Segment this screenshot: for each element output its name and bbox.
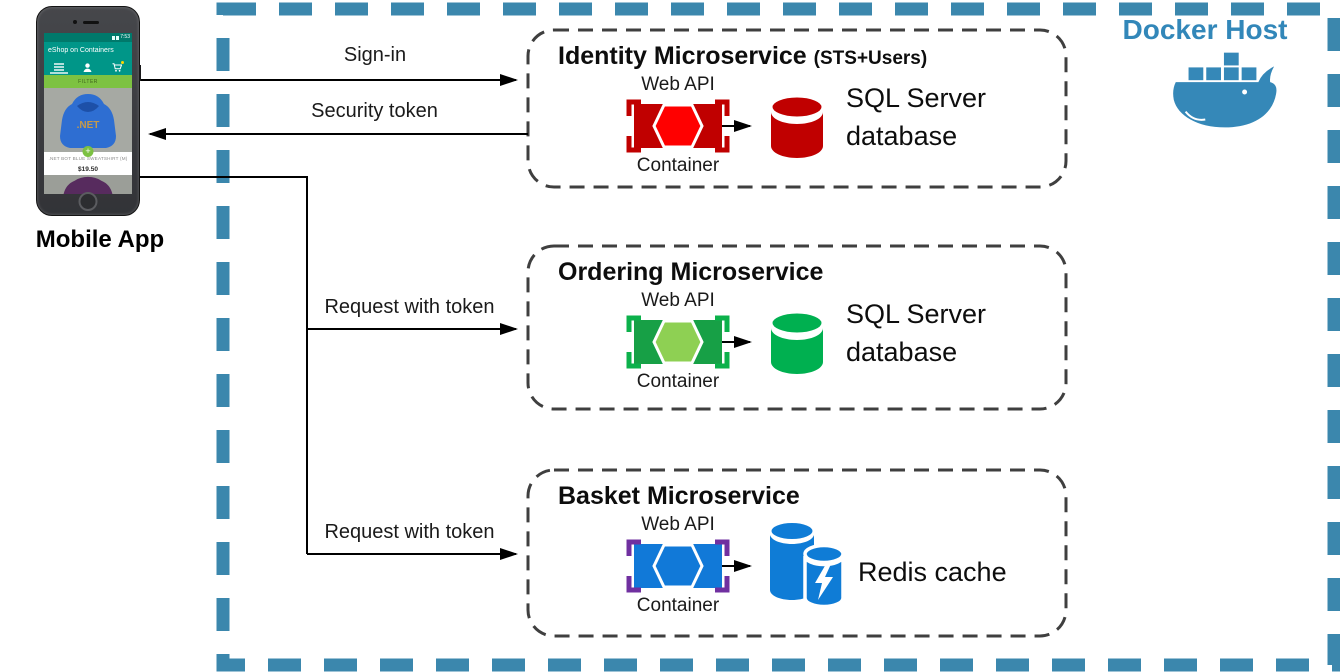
web-api-label: Web API — [641, 290, 715, 311]
cart-badge — [121, 60, 125, 64]
ordering-microservice-box: Ordering Microservice Web API Container … — [528, 246, 1066, 409]
request-basket-label: Request with token — [324, 521, 495, 543]
container-icon — [626, 99, 730, 153]
identity-store-label: SQL Server database — [846, 83, 987, 151]
product-image[interactable]: .NET + — [44, 88, 132, 157]
container-icon — [626, 315, 730, 369]
identity-api-column: Web API Container — [590, 74, 766, 178]
redis-cache-icon — [768, 520, 845, 609]
phone-camera-dot — [73, 20, 77, 24]
product-price: $19.50 — [44, 164, 132, 175]
request-ordering-label: Request with token — [324, 296, 495, 318]
identity-title: Identity Microservice (STS+Users) — [558, 42, 927, 71]
security-token-label: Security token — [311, 100, 438, 122]
sql-database-icon — [769, 310, 825, 374]
app-title-bar: eShop on Containers — [44, 42, 132, 59]
product-name: .NET BOT BLUE SWEATSHIRT (M) — [44, 152, 132, 164]
mobile-app-caption: Mobile App — [35, 226, 165, 253]
phone-screen: 7:53 eShop on Containers — [44, 33, 132, 194]
ordering-api-column: Web API Container — [590, 290, 766, 394]
phone-speaker — [83, 21, 99, 24]
active-tab-indicator — [50, 72, 68, 74]
container-label: Container — [636, 594, 720, 616]
sql-database-icon — [769, 94, 825, 158]
web-api-label: Web API — [641, 514, 715, 535]
web-api-label: Web API — [641, 74, 715, 95]
container-icon — [626, 539, 730, 593]
svg-text:.NET: .NET — [77, 120, 100, 131]
whale-eye — [1242, 89, 1248, 95]
docker-whale-icon — [1173, 52, 1277, 128]
identity-title-text: Identity Microservice — [558, 42, 807, 70]
ordering-store-label: SQL Server database — [846, 299, 987, 367]
mobile-phone: 7:53 eShop on Containers — [36, 6, 141, 216]
profile-icon[interactable] — [83, 62, 92, 72]
purple-hoodie-image — [63, 176, 113, 194]
blue-hoodie-image: .NET — [60, 94, 116, 148]
next-product-image[interactable] — [44, 175, 132, 194]
container-label: Container — [636, 154, 720, 176]
status-bar: 7:53 — [44, 33, 132, 42]
basket-title: Basket Microservice — [558, 482, 800, 510]
docker-host-label: Docker Host — [1122, 14, 1288, 45]
identity-title-suffix: (STS+Users) — [813, 48, 928, 69]
basket-api-column: Web API Container — [590, 514, 766, 618]
basket-microservice-box: Basket Microservice Web API Container — [528, 470, 1066, 636]
phone-power-button — [139, 65, 141, 81]
ordering-title: Ordering Microservice — [558, 258, 824, 286]
menu-icon[interactable] — [53, 63, 64, 71]
filter-label: FILTER — [78, 78, 98, 85]
battery-icon — [116, 35, 120, 40]
container-label: Container — [636, 370, 720, 392]
identity-microservice-box: Identity Microservice (STS+Users) Web AP… — [528, 30, 1066, 187]
signal-icon — [112, 35, 116, 40]
add-to-cart-button[interactable]: + — [82, 146, 94, 157]
status-time: 7:53 — [120, 34, 130, 40]
filter-button[interactable]: FILTER — [44, 75, 132, 88]
basket-store-label: Redis cache — [858, 557, 1007, 587]
app-tab-bar — [44, 59, 132, 75]
sign-in-label: Sign-in — [343, 44, 407, 66]
cart-icon[interactable] — [112, 60, 125, 72]
home-button — [78, 192, 98, 211]
